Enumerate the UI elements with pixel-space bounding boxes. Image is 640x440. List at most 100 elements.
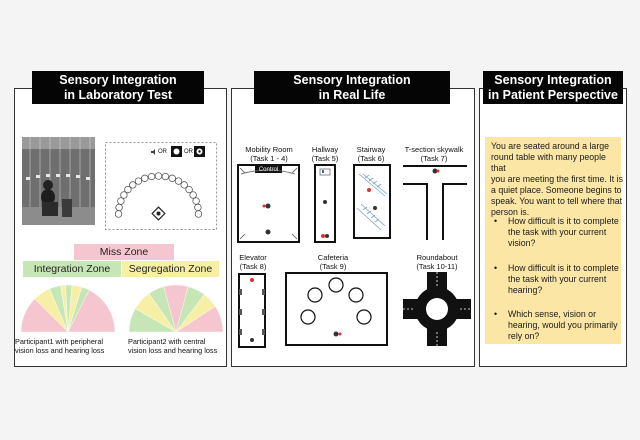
participant1-zone-fan xyxy=(20,284,116,333)
speaker-icon xyxy=(194,203,202,212)
real-life-title-line2: in Real Life xyxy=(318,88,386,102)
scenario-line: you are meeting the first time. It is xyxy=(491,174,624,184)
cafeteria-task: (Task 9) xyxy=(319,262,347,271)
speaker-icon xyxy=(115,203,123,212)
cafeteria-label: Cafeteria (Task 9) xyxy=(308,253,358,271)
control-room-label: Control xyxy=(258,167,279,173)
speaker-icon xyxy=(134,177,143,185)
mobility-room-task: (Task 1 - 4) xyxy=(250,154,288,163)
patient-question-box xyxy=(485,137,621,344)
speaker-icon xyxy=(185,185,193,194)
speaker-icon xyxy=(189,191,197,199)
speaker-legend-or2: OR xyxy=(184,149,193,155)
speaker-icon xyxy=(124,185,132,194)
skywalk-task: (Task 7) xyxy=(420,154,448,163)
skywalk-name: T-section skywalk xyxy=(404,145,464,154)
roundabout-label: Roundabout (Task 10-11) xyxy=(408,253,466,271)
participant2-line1: Participant2 with central xyxy=(128,337,206,346)
zone-sector xyxy=(67,289,116,333)
scenario-line: You are seated around a large xyxy=(491,141,610,151)
speaker-icon xyxy=(141,174,149,182)
participant2-zone-fan xyxy=(128,284,224,333)
scenario-line: a quiet place. Someone begins to xyxy=(491,185,622,195)
question-line: hearing? xyxy=(508,285,543,295)
speaker-legend-or1: OR xyxy=(158,149,167,155)
speaker-arc-diagram xyxy=(105,142,217,230)
participant1-line1: Participant1 with peripheral xyxy=(15,337,104,346)
lab-title-line1: Sensory Integration xyxy=(59,73,177,87)
combined-legend-icon xyxy=(194,146,205,157)
stairway-label: Stairway (Task 6) xyxy=(351,145,391,163)
mobility-room-name: Mobility Room xyxy=(245,145,293,154)
integration-zone-label: Integration Zone xyxy=(23,261,121,277)
question-primary-sense: Which sense, vision or hearing, would yo… xyxy=(508,309,622,342)
patient-title-line1: Sensory Integration xyxy=(494,73,612,87)
lab-title-line2: in Laboratory Test xyxy=(63,88,173,102)
elevator-name: Elevator xyxy=(239,253,267,262)
stairway-map xyxy=(353,164,391,239)
question-line: How difficult is it to complete xyxy=(508,216,619,226)
participant2-line2: vision loss and hearing loss xyxy=(128,346,218,355)
question-hearing: How difficult is it to complete the task… xyxy=(508,263,622,296)
speaker-icon xyxy=(174,177,183,185)
question-vision: How difficult is it to complete the task… xyxy=(508,216,622,249)
bullet-icon: • xyxy=(494,309,498,319)
roundabout-map xyxy=(403,272,471,346)
hallway-map xyxy=(314,164,336,243)
elevator-label: Elevator (Task 8) xyxy=(236,253,270,271)
speaker-icon xyxy=(154,172,163,180)
speaker-legend-icon xyxy=(151,149,155,155)
speaker-icon xyxy=(120,191,128,199)
zone-sector xyxy=(175,306,224,333)
skywalk-map xyxy=(403,165,467,240)
roundabout-task: (Task 10-11) xyxy=(416,262,458,271)
segregation-zone-label: Segregation Zone xyxy=(122,261,219,277)
question-line: Which sense, vision or xyxy=(508,309,597,319)
roundabout-name: Roundabout xyxy=(416,253,458,262)
speaker-icon xyxy=(161,172,170,181)
stairway-task: (Task 6) xyxy=(357,154,385,163)
mobility-room-label: Mobility Room (Task 1 - 4) xyxy=(236,145,302,163)
patient-title-line2: in Patient Perspective xyxy=(488,88,618,102)
elevator-task: (Task 8) xyxy=(239,262,267,271)
hallway-name: Hallway xyxy=(311,145,339,154)
bullet-icon: • xyxy=(494,216,498,226)
led-legend-icon xyxy=(171,146,182,157)
patient-panel-header: Sensory Integration in Patient Perspecti… xyxy=(483,71,623,104)
question-line: How difficult is it to complete xyxy=(508,263,619,273)
speaker-icon xyxy=(129,181,137,189)
speaker-icon xyxy=(117,197,125,205)
speaker-icon xyxy=(180,181,188,189)
speaker-icon xyxy=(192,197,200,205)
hallway-label: Hallway (Task 5) xyxy=(307,145,343,163)
real-life-panel-header: Sensory Integration in Real Life xyxy=(254,71,450,104)
speaker-icon xyxy=(114,210,123,218)
scenario-line: person is. xyxy=(491,207,530,217)
skywalk-label: T-section skywalk (Task 7) xyxy=(398,145,470,163)
cafeteria-map xyxy=(285,272,388,346)
question-line: hearing, would you primarily xyxy=(508,320,618,330)
participant1-line2: vision loss and hearing loss xyxy=(15,346,105,355)
speaker-icon xyxy=(147,172,156,181)
speaker-icon xyxy=(168,174,176,182)
question-line: rely on? xyxy=(508,331,540,341)
stairway-name: Stairway xyxy=(356,145,386,154)
cafeteria-name: Cafeteria xyxy=(317,253,349,262)
scenario-line: speak. You want to tell where that xyxy=(491,196,623,206)
speaker-icon xyxy=(194,210,203,218)
question-line: vision? xyxy=(508,238,536,248)
question-line: the task with your current xyxy=(508,227,607,237)
lab-panel-header: Sensory Integration in Laboratory Test xyxy=(32,71,204,104)
real-life-title-line1: Sensory Integration xyxy=(293,73,411,87)
bullet-icon: • xyxy=(494,263,498,273)
patient-scenario: You are seated around a large round tabl… xyxy=(491,141,623,218)
participant1-caption: Participant1 with peripheral vision loss… xyxy=(15,337,121,355)
participant2-caption: Participant2 with central vision loss an… xyxy=(128,337,228,355)
scenario-line: round table with many people that xyxy=(491,152,606,173)
lab-photo xyxy=(22,137,95,225)
mobility-room-map xyxy=(237,164,300,243)
elevator-map xyxy=(238,273,266,348)
question-line: the task with your current xyxy=(508,274,607,284)
hallway-task: (Task 5) xyxy=(311,154,339,163)
miss-zone-label: Miss Zone xyxy=(74,244,174,260)
